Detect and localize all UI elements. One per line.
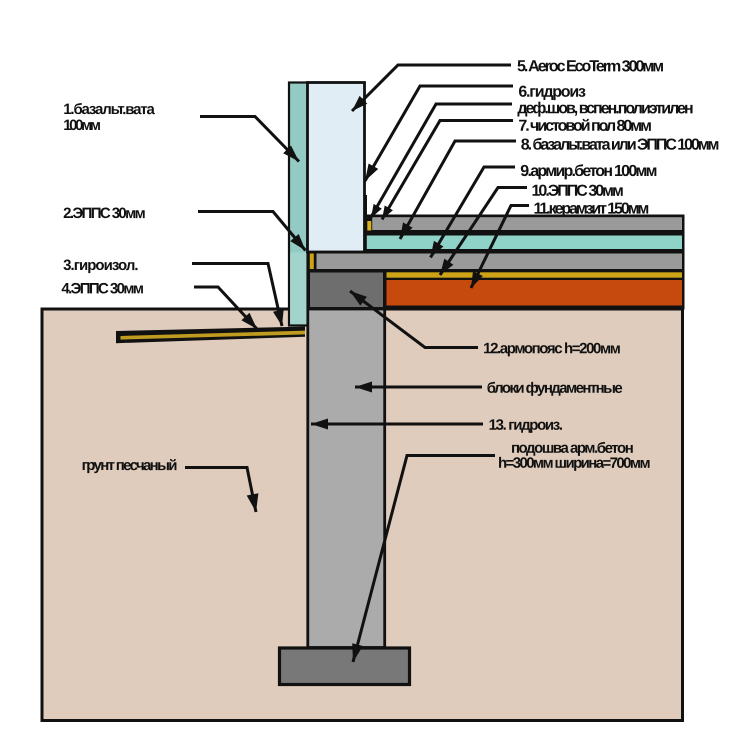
svg-text:грунт песчаный: грунт песчаный (82, 457, 178, 474)
svg-text:2.ЭППС 30мм: 2.ЭППС 30мм (63, 205, 146, 222)
svg-text:1.базальт.вата: 1.базальт.вата (63, 101, 155, 118)
svg-text:4.ЭППС 30мм: 4.ЭППС 30мм (61, 280, 144, 297)
svg-text:10.ЭППС 30мм: 10.ЭППС 30мм (531, 183, 623, 200)
svg-text:8. базальт.вата или ЭППС 100мм: 8. базальт.вата или ЭППС 100мм (521, 137, 720, 154)
svg-text:3.гироизол.: 3.гироизол. (63, 257, 138, 274)
svg-text:9.армир.бетон 100мм: 9.армир.бетон 100мм (520, 163, 657, 180)
svg-text:13. гидроиз.: 13. гидроиз. (489, 417, 563, 434)
svg-text:блоки фундаментные: блоки фундаментные (487, 380, 623, 397)
svg-text:5. Aeroc EcoTerm 300мм: 5. Aeroc EcoTerm 300мм (517, 58, 664, 75)
svg-text:подошва арм.бетон: подошва арм.бетон (511, 440, 634, 457)
svg-text:100мм: 100мм (63, 117, 101, 134)
svg-text:11.керамзит 150мм: 11.керамзит 150мм (533, 201, 649, 218)
svg-text:деф.шов, вспен.полиэтилен: деф.шов, вспен.полиэтилен (517, 100, 693, 117)
svg-text:6.гидроиз: 6.гидроиз (518, 84, 586, 101)
svg-text:h=300мм ширина=700мм: h=300мм ширина=700мм (498, 455, 651, 472)
svg-text:12.армопояс h=200мм: 12.армопояс h=200мм (483, 340, 621, 357)
svg-text:7. чистовой пол 80мм: 7. чистовой пол 80мм (518, 118, 652, 135)
